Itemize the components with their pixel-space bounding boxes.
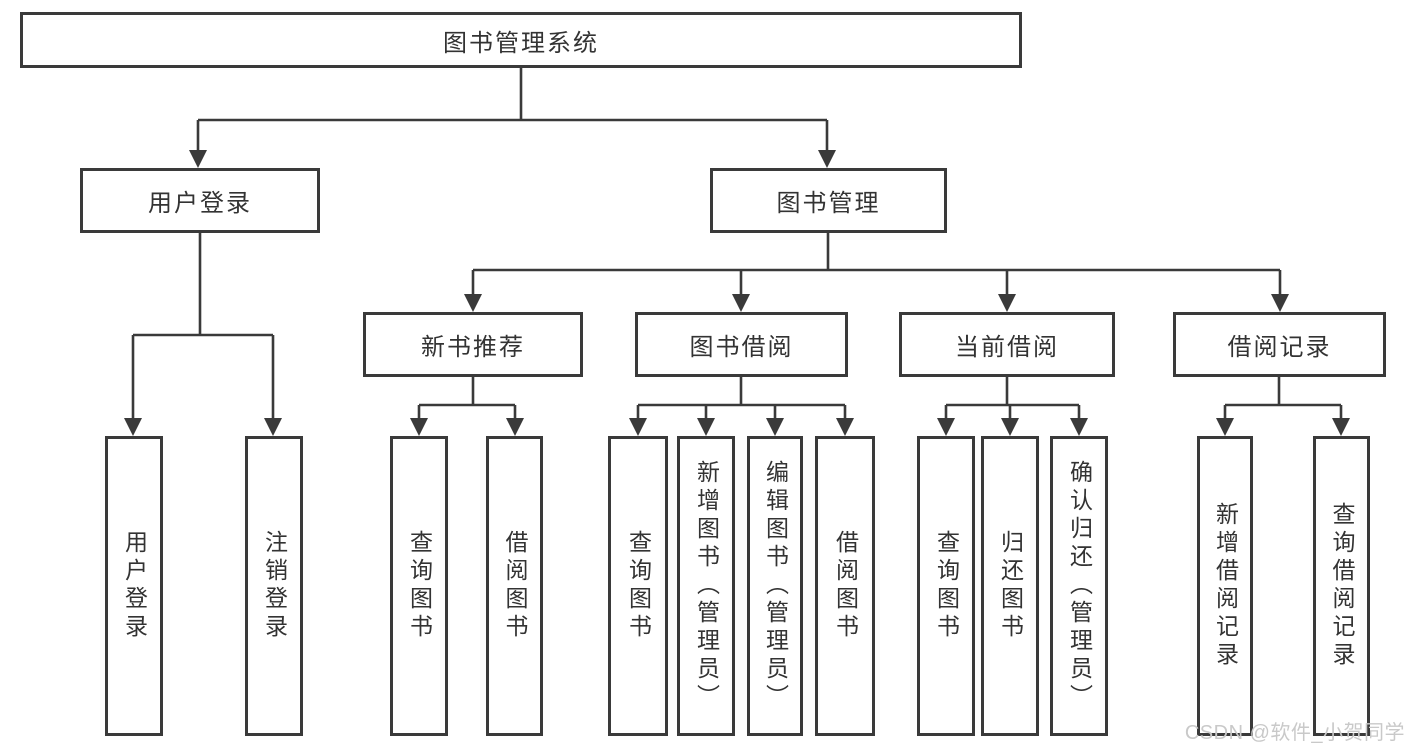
leaf-logout-label: 注销登录 <box>261 530 288 642</box>
leaf-user-login-label: 用户登录 <box>121 530 148 642</box>
node-root: 图书管理系统 <box>20 12 1022 68</box>
leaf-cb-confirm-return-admin: 确认归还（管理员） <box>1050 436 1108 736</box>
node-borrow-records: 借阅记录 <box>1173 312 1386 377</box>
arrowhead <box>124 418 142 436</box>
leaf-rec-query-books-label: 查询图书 <box>406 530 433 642</box>
arrowhead <box>464 294 482 312</box>
leaf-br-add-record: 新增借阅记录 <box>1197 436 1253 736</box>
node-borrow-records-label: 借阅记录 <box>1227 334 1332 361</box>
leaf-rec-borrow-books-label: 借阅图书 <box>502 530 528 642</box>
watermark-text: CSDN @软件_小贺同学 <box>1184 722 1405 744</box>
leaf-bb-add-books-admin-label: 新增图书（管理员） <box>693 460 720 712</box>
node-user-login-group: 用户登录 <box>80 168 320 233</box>
arrowhead <box>264 418 282 436</box>
node-book-borrow-label: 图书借阅 <box>689 334 794 361</box>
leaf-bb-borrow-books-label: 借阅图书 <box>832 530 859 642</box>
leaf-cb-query-books: 查询图书 <box>917 436 975 736</box>
arrowhead <box>1271 294 1289 312</box>
node-book-mgmt-group-label: 图书管理 <box>776 190 881 217</box>
arrowhead <box>189 150 207 168</box>
arrowhead <box>1332 418 1350 436</box>
leaf-bb-query-books-label: 查询图书 <box>625 530 652 642</box>
node-current-borrow: 当前借阅 <box>899 312 1115 377</box>
node-book-borrow: 图书借阅 <box>635 312 848 377</box>
leaf-cb-return-books: 归还图书 <box>981 436 1039 736</box>
leaf-bb-edit-books-admin: 编辑图书（管理员） <box>747 436 803 736</box>
arrowhead <box>998 294 1016 312</box>
node-new-book-rec-label: 新书推荐 <box>421 334 525 361</box>
arrowhead <box>506 418 524 436</box>
leaf-rec-query-books: 查询图书 <box>390 436 448 736</box>
leaf-br-add-record-label: 新增借阅记录 <box>1212 502 1239 670</box>
leaf-cb-query-books-label: 查询图书 <box>933 530 960 642</box>
arrowhead <box>732 294 750 312</box>
leaf-br-query-record: 查询借阅记录 <box>1313 436 1370 736</box>
node-root-label: 图书管理系统 <box>443 29 599 57</box>
arrowhead <box>937 418 955 436</box>
arrowhead <box>1001 418 1019 436</box>
leaf-rec-borrow-books: 借阅图书 <box>486 436 543 736</box>
leaf-logout: 注销登录 <box>245 436 303 736</box>
leaf-br-query-record-label: 查询借阅记录 <box>1329 502 1355 670</box>
arrowhead <box>629 418 647 436</box>
leaf-bb-add-books-admin: 新增图书（管理员） <box>677 436 735 736</box>
leaf-cb-confirm-return-admin-label: 确认归还（管理员） <box>1066 460 1093 712</box>
leaf-bb-query-books: 查询图书 <box>608 436 668 736</box>
arrowhead <box>836 418 854 436</box>
leaf-cb-return-books-label: 归还图书 <box>997 530 1024 642</box>
arrowhead <box>1070 418 1088 436</box>
node-current-borrow-label: 当前借阅 <box>955 334 1059 361</box>
leaf-user-login: 用户登录 <box>105 436 163 736</box>
arrowhead <box>697 418 715 436</box>
node-new-book-rec: 新书推荐 <box>363 312 583 377</box>
arrowhead <box>410 418 428 436</box>
arrowhead <box>818 150 836 168</box>
node-user-login-group-label: 用户登录 <box>148 190 252 217</box>
arrowhead <box>1216 418 1234 436</box>
leaf-bb-borrow-books: 借阅图书 <box>815 436 875 736</box>
arrowhead <box>766 418 784 436</box>
node-book-mgmt-group: 图书管理 <box>710 168 947 233</box>
leaf-bb-edit-books-admin-label: 编辑图书（管理员） <box>762 460 789 712</box>
